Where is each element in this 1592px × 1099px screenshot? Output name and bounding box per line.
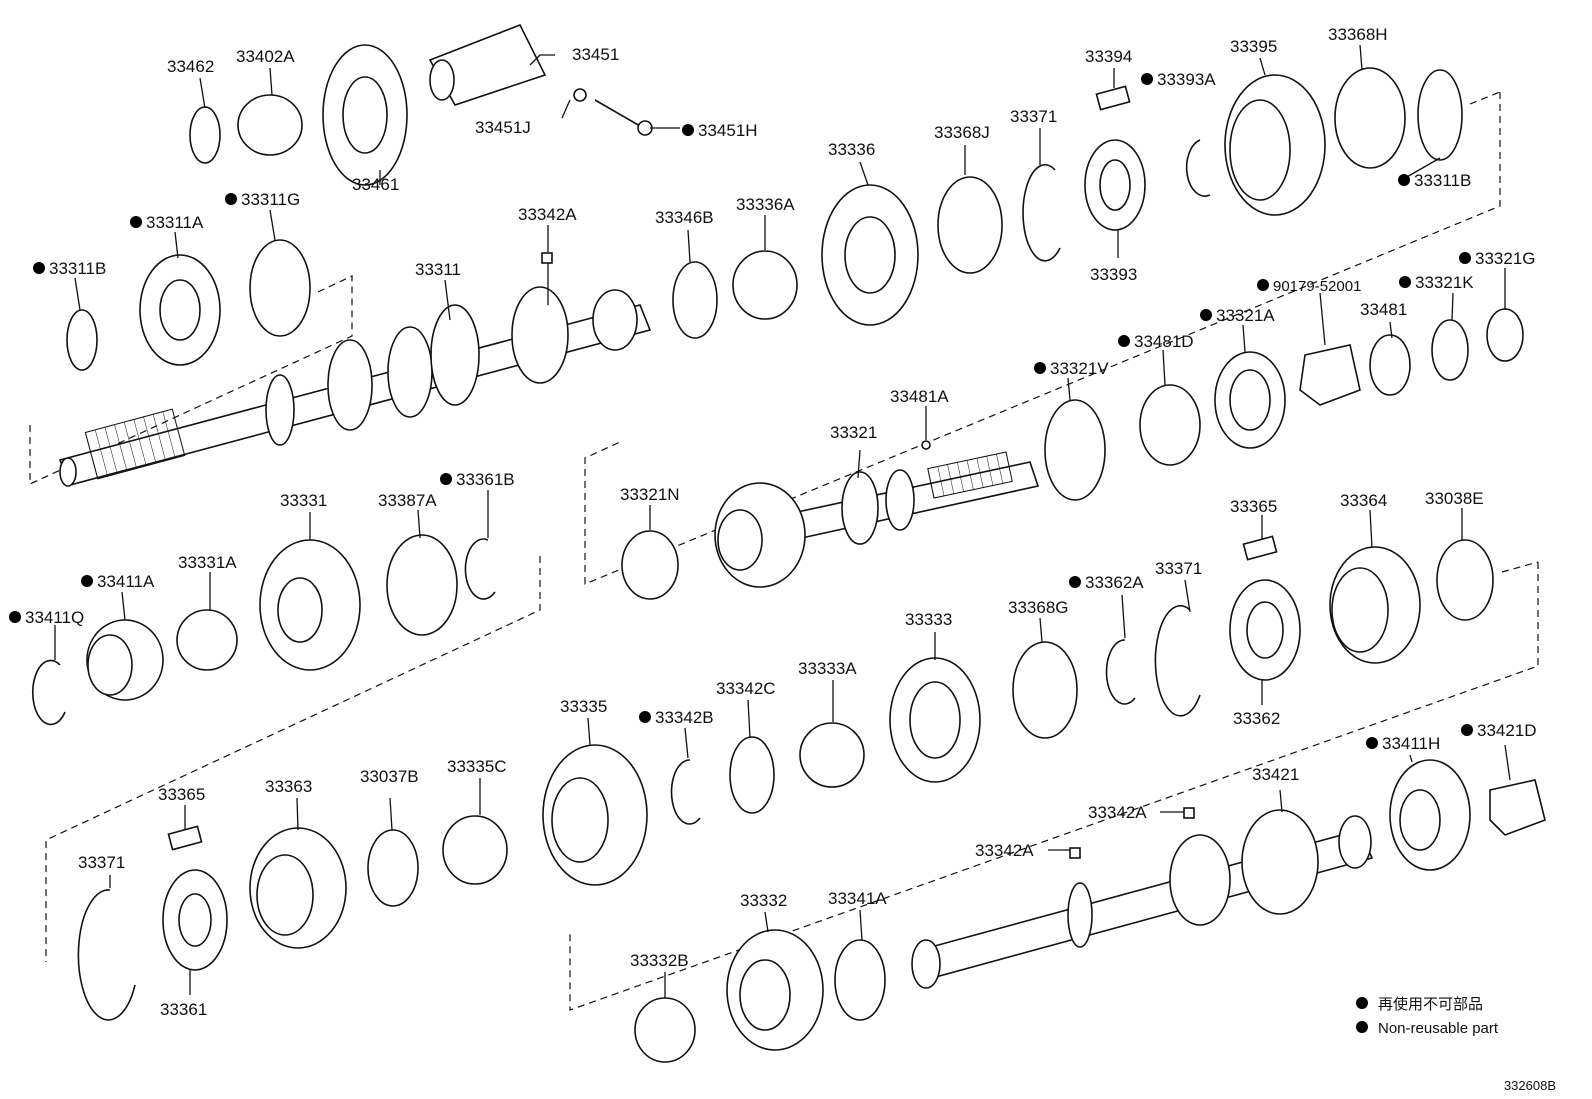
part-label-33342a-c: 33342A	[975, 841, 1034, 860]
part-label-33394: 33394	[1085, 47, 1132, 66]
part-label-33321k: 33321K	[1415, 273, 1474, 292]
assembly-outlines	[29, 91, 1539, 1011]
part-label-33371-b: 33371	[1155, 559, 1202, 578]
nonreusable-marker	[9, 611, 21, 623]
part-label-33451: 33451	[572, 45, 619, 64]
part-label-33331: 33331	[280, 491, 327, 510]
part-label-33421: 33421	[1252, 765, 1299, 784]
part-label-33361b: 33361B	[456, 470, 515, 489]
part-label-33311g: 33311G	[241, 190, 300, 209]
part-label-33411a: 33411A	[97, 572, 155, 591]
main-shaft-assembly	[58, 286, 652, 487]
part-label-33387a: 33387A	[378, 491, 437, 510]
nonreusable-marker	[1141, 73, 1153, 85]
part-label-33393a: 33393A	[1157, 70, 1216, 89]
part-label-33331a: 33331A	[178, 553, 237, 572]
part-label-33411h: 33411H	[1382, 734, 1440, 753]
part-label-33365-a: 33365	[1230, 497, 1277, 516]
nonreusable-marker	[1459, 252, 1471, 264]
part-label-33341a: 33341A	[828, 889, 887, 908]
nonreusable-marker	[1398, 174, 1410, 186]
part-label-33393: 33393	[1090, 265, 1137, 284]
nonreusable-marker	[1200, 309, 1212, 321]
leader-lines	[54, 44, 1511, 998]
part-label-33335: 33335	[560, 697, 607, 716]
part-label-33311a: 33311A	[146, 213, 204, 232]
part-label-33362a: 33362A	[1085, 573, 1144, 592]
part-label-33336: 33336	[828, 140, 875, 159]
part-label-33361: 33361	[160, 1000, 207, 1019]
part-label-33362: 33362	[1233, 709, 1280, 728]
part-label-90179-52001: 90179-52001	[1273, 278, 1361, 295]
part-label-33481d: 33481D	[1134, 332, 1194, 351]
nonreusable-marker	[440, 473, 452, 485]
part-label-33321: 33321	[830, 423, 877, 442]
part-label-33333a: 33333A	[798, 659, 857, 678]
part-label-33451h: 33451H	[698, 121, 758, 140]
part-label-33342c: 33342C	[716, 679, 776, 698]
nonreusable-marker	[639, 711, 651, 723]
legend-text-jp: 再使用不可部品	[1378, 996, 1483, 1013]
part-label-33368h: 33368H	[1328, 25, 1388, 44]
part-label-33332b: 33332B	[630, 951, 689, 970]
part-label-33346b: 33346B	[655, 208, 714, 227]
part-label-33411q: 33411Q	[25, 608, 84, 627]
nonreusable-marker	[682, 124, 694, 136]
nonreusable-marker	[1399, 276, 1411, 288]
part-label-33321n: 33321N	[620, 485, 680, 504]
part-label-33364: 33364	[1340, 491, 1387, 510]
part-label-33421d: 33421D	[1477, 721, 1537, 740]
part-label-33365-b: 33365	[158, 785, 205, 804]
nonreusable-marker	[1069, 576, 1081, 588]
legend: 再使用不可部品 Non-reusable part	[1356, 996, 1499, 1037]
nonreusable-marker	[1257, 279, 1269, 291]
part-label-33395: 33395	[1230, 37, 1277, 56]
legend-dot-jp	[1356, 997, 1368, 1009]
nonreusable-marker	[1366, 737, 1378, 749]
part-label-33332: 33332	[740, 891, 787, 910]
part-labels: 33462 33402A 33461 33451 33451J 33451H 3…	[9, 25, 1537, 1019]
part-label-33461: 33461	[352, 175, 399, 194]
part-label-33481a: 33481A	[890, 387, 949, 406]
part-label-33335c: 33335C	[447, 757, 507, 776]
part-label-33037b: 33037B	[360, 767, 419, 786]
part-label-33451j: 33451J	[475, 118, 531, 137]
nonreusable-marker	[1118, 335, 1130, 347]
nonreusable-marker	[1461, 724, 1473, 736]
nonreusable-marker	[33, 262, 45, 274]
part-label-33371-c: 33371	[78, 853, 125, 872]
counter-shaft-assembly	[714, 451, 1374, 989]
nonreusable-marker	[1034, 362, 1046, 374]
document-id: 332608B	[1504, 1078, 1556, 1093]
part-label-33462: 33462	[167, 57, 214, 76]
part-label-33368g: 33368G	[1008, 598, 1069, 617]
part-label-33321a: 33321A	[1216, 306, 1275, 325]
part-label-33368j: 33368J	[934, 123, 990, 142]
part-label-33342a-b: 33342A	[1088, 803, 1147, 822]
legend-dot-en	[1356, 1021, 1368, 1033]
nonreusable-marker	[81, 575, 93, 587]
part-label-33342b: 33342B	[655, 708, 714, 727]
nonreusable-marker	[130, 216, 142, 228]
part-label-33371-a: 33371	[1010, 107, 1057, 126]
part-label-33038e: 33038E	[1425, 489, 1484, 508]
part-label-33402a: 33402A	[236, 47, 295, 66]
part-label-33311: 33311	[415, 260, 461, 279]
part-label-33311b-left: 33311B	[49, 259, 106, 278]
part-label-33321g: 33321G	[1475, 249, 1536, 268]
part-label-33363: 33363	[265, 777, 312, 796]
part-label-33311b-top: 33311B	[1414, 171, 1471, 190]
legend-text-en: Non-reusable part	[1378, 1020, 1499, 1037]
nonreusable-marker	[225, 193, 237, 205]
part-label-33481: 33481	[1360, 300, 1407, 319]
part-label-33342a-a: 33342A	[518, 205, 577, 224]
part-label-33321v: 33321V	[1050, 359, 1109, 378]
part-label-33336a: 33336A	[736, 195, 795, 214]
part-label-33333: 33333	[905, 610, 952, 629]
